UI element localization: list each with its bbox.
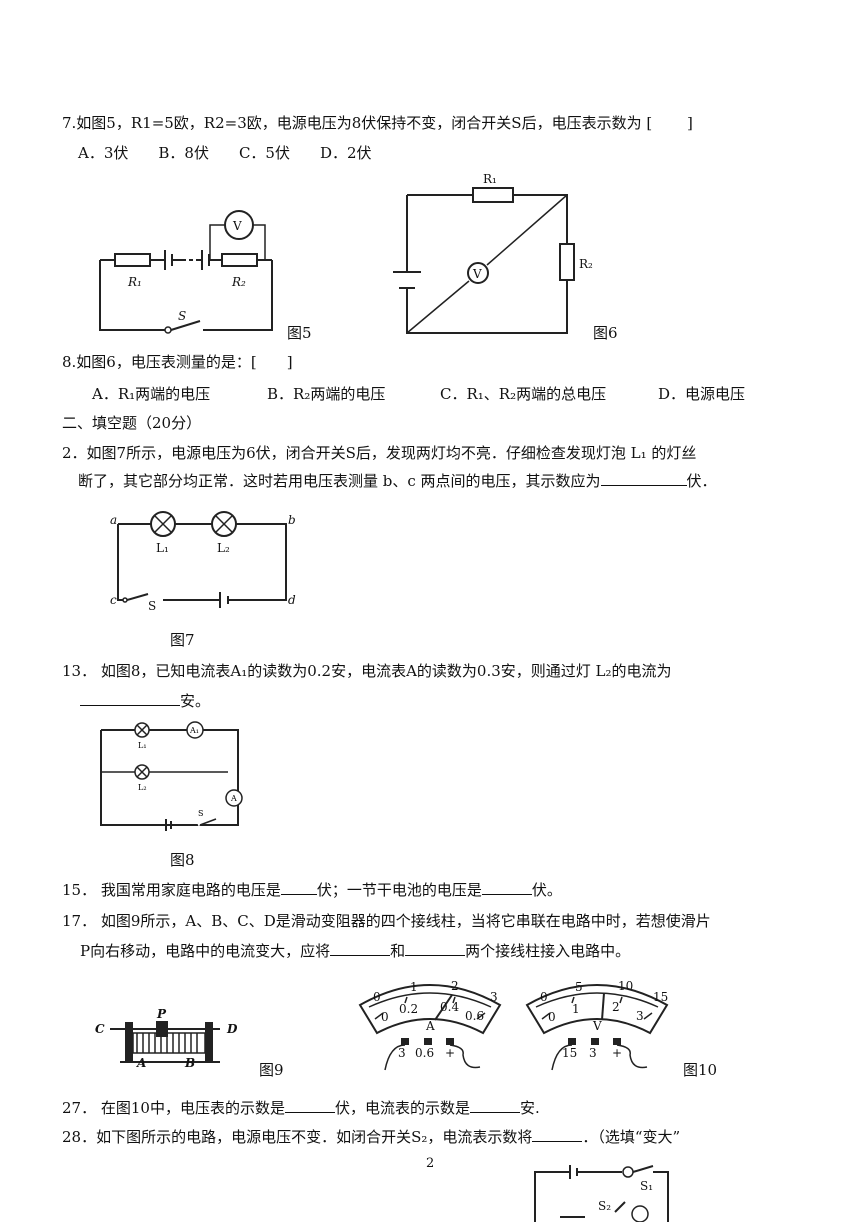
figure-5-circuit: V R₁ R₂ S	[99, 210, 273, 334]
fig8-a1-label: A₁	[189, 726, 199, 735]
fig5-s-label: S	[178, 309, 186, 323]
q2-line1: 2．如图7所示，电源电压为6伏，闭合开关S后，发现两灯均不亮．仔细检查发现灯泡 …	[62, 444, 697, 462]
ammeter-term-06: 0.6	[415, 1046, 434, 1060]
fig9-caption: 图9	[259, 1061, 284, 1079]
fig7-s-label: S	[148, 599, 156, 613]
fig6-v-label: V	[472, 267, 482, 281]
q15: 15． 我国常用家庭电路的电压是伏；一节干电池的电压是伏。	[62, 880, 562, 899]
ammeter-top-3: 3	[490, 990, 498, 1004]
q17-blank-1[interactable]	[330, 941, 391, 956]
fig9-c-label: C	[95, 1022, 105, 1036]
voltmeter-unit: V	[592, 1019, 602, 1033]
q7-stem: 7.如图5，R1=5欧，R2=3欧，电源电压为8伏保持不变，闭合开关S后，电压表…	[62, 114, 693, 132]
fig7-a-label: a	[110, 513, 117, 527]
q2-line2: 断了，其它部分均正常．这时若用电压表测量 b、c 两点间的电压，其示数应为伏．	[78, 471, 717, 490]
fig6-caption: 图6	[593, 324, 618, 342]
q27-blank-2[interactable]	[469, 1098, 520, 1113]
fig8-caption: 图8	[170, 851, 195, 869]
q28-blank[interactable]	[532, 1127, 583, 1142]
q27-blank-1[interactable]	[284, 1098, 335, 1113]
voltmeter-top-5: 5	[575, 980, 583, 994]
fig6-r2-label: R₂	[579, 257, 593, 271]
fig11-s1-label: S₁	[640, 1179, 653, 1193]
q8-option-b: B．R₂两端的电压	[267, 385, 386, 403]
figure-6-circuit: V R₁ R₂	[393, 172, 593, 334]
fig7-caption: 图7	[170, 631, 195, 649]
fig9-d-label: D	[226, 1022, 238, 1036]
q8-stem: 8.如图6，电压表测量的是：[ ]	[62, 353, 293, 371]
ammeter-term-plus: +	[445, 1046, 455, 1060]
q27: 27． 在图10中，电压表的示数是伏，电流表的示数是安.	[62, 1098, 540, 1117]
ammeter-top-1: 1	[410, 980, 418, 994]
fig8-l2-label: L₂	[138, 783, 147, 792]
q28-line1: 28．如下图所示的电路，电源电压不变．如闭合开关S₂，电流表示数将．（选填“变大…	[62, 1127, 681, 1146]
section-2-heading: 二、填空题（20分）	[62, 414, 202, 432]
fig5-r1-label: R₁	[127, 275, 142, 289]
voltmeter-term-plus: +	[612, 1046, 622, 1060]
fig10-caption: 图10	[683, 1061, 718, 1079]
voltmeter-bot-3: 3	[636, 1009, 644, 1023]
fig9-b-label: B	[184, 1056, 195, 1070]
q17-line1: 17． 如图9所示，A、B、C、D是滑动变阻器的四个接线柱，当将它串联在电路中时…	[62, 912, 711, 930]
voltmeter-term-3: 3	[589, 1046, 597, 1060]
voltmeter-bot-2: 2	[612, 1000, 620, 1014]
ammeter-bot-0: 0	[381, 1010, 389, 1024]
q15-blank-1[interactable]	[280, 880, 317, 895]
fig7-d-label: d	[288, 593, 296, 607]
figure-8-circuit: A₁ A L₁ L₂ S	[100, 721, 243, 831]
ammeter-term-3: 3	[398, 1046, 406, 1060]
q8-option-d: D．电源电压	[658, 385, 746, 403]
q7-options: A．3伏 B．8伏 C．5伏 D．2伏	[78, 144, 372, 162]
ammeter-bot-3: 0.6	[465, 1009, 484, 1023]
voltmeter-bot-0: 0	[548, 1010, 556, 1024]
ammeter-unit: A	[425, 1019, 435, 1033]
fig8-l1-label: L₁	[138, 741, 147, 750]
fig5-v-label: V	[232, 219, 242, 233]
q13-line1: 13． 如图8，已知电流表A₁的读数为0.2安，电流表A的读数为0.3安，则通过…	[62, 662, 672, 680]
voltmeter-bot-1: 1	[572, 1002, 580, 1016]
ammeter-bot-1: 0.2	[399, 1002, 418, 1016]
q13-line2: 安。	[80, 690, 210, 711]
voltmeter-term-15: 15	[562, 1046, 577, 1060]
fig7-l2-label: L₂	[217, 541, 230, 555]
ammeter-top-2: 2	[451, 979, 459, 993]
voltmeter-top-0: 0	[540, 990, 548, 1004]
fig9-a-label: A	[136, 1056, 146, 1070]
fig7-c-label: c	[110, 593, 117, 607]
fig7-l1-label: L₁	[156, 541, 169, 555]
q2-answer-blank[interactable]	[600, 471, 687, 486]
ammeter-bot-2: 0.4	[440, 1000, 459, 1014]
q8-option-a: A．R₁两端的电压	[92, 385, 211, 403]
q13-answer-blank[interactable]	[80, 691, 180, 706]
q17-line2: P向右移动，电路中的电流变大，应将和两个接线柱接入电路中。	[80, 941, 631, 960]
ammeter-top-0: 0	[373, 990, 381, 1004]
q17-blank-2[interactable]	[405, 941, 466, 956]
fig11-s2-label: S₂	[598, 1199, 611, 1213]
fig5-caption: 图5	[287, 324, 312, 342]
figure-10-ammeter: 0 1 2 3 0 0.2 0.4 0.6 A 3 0.6 +	[358, 979, 502, 1071]
figure-11-circuit-partial: S₁ S₂	[534, 1165, 669, 1222]
figure-7-circuit: a b c d L₁ L₂ S	[110, 511, 296, 613]
figure-10-voltmeter: 0 5 10 15 0 1 2 3 V 15 3 +	[525, 979, 669, 1071]
q8-option-c: C．R₁、R₂两端的总电压	[440, 385, 607, 403]
fig7-b-label: b	[288, 513, 296, 527]
fig5-r2-label: R₂	[231, 275, 246, 289]
fig8-s-label: S	[198, 809, 203, 818]
page-number: 2	[426, 1156, 435, 1171]
voltmeter-top-10: 10	[618, 979, 633, 993]
voltmeter-top-15: 15	[653, 990, 668, 1004]
fig6-r1-label: R₁	[483, 172, 497, 186]
fig8-a-label: A	[230, 794, 237, 803]
q15-blank-2[interactable]	[481, 880, 532, 895]
fig9-p-label: P	[156, 1007, 167, 1021]
figure-9-rheostat: C D P A B	[95, 1007, 238, 1070]
